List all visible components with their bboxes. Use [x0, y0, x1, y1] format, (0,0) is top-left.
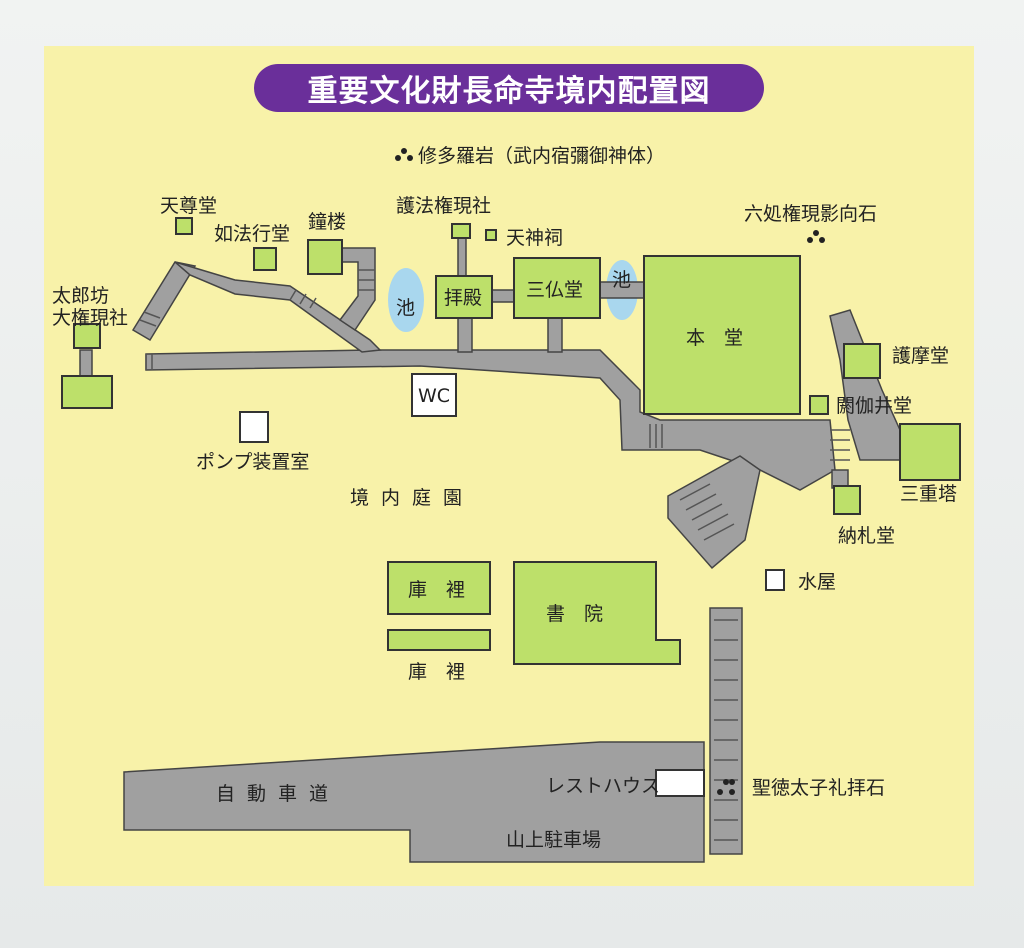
goma-label: 護摩堂 — [892, 345, 949, 367]
shoro-label: 鐘楼 — [308, 211, 346, 233]
rest-box — [655, 769, 705, 797]
tenjin-building — [485, 229, 497, 241]
shoin-label: 書 院 — [546, 603, 603, 625]
nyoho-label: 如法行堂 — [214, 223, 290, 245]
tenjin-label: 天神祠 — [506, 227, 563, 249]
tarobo-shrine — [73, 323, 101, 349]
hondo-label: 本 堂 — [686, 327, 743, 349]
sanju-building — [899, 423, 961, 481]
tenson-label: 天尊堂 — [160, 195, 217, 217]
hondo-building — [643, 255, 801, 415]
shotoku-marker-icon — [717, 779, 735, 795]
haiden-building — [435, 275, 493, 319]
nyoho-building — [253, 247, 277, 271]
sanbutsu-building — [513, 257, 601, 319]
nousatsu-label: 納札堂 — [838, 525, 895, 547]
goma-building — [843, 343, 881, 379]
pump-label: ポンプ装置室 — [196, 451, 309, 473]
tarobo-building — [61, 375, 113, 409]
mizuya-label: 水屋 — [798, 571, 836, 593]
road-label: 自動車道 — [216, 783, 340, 805]
rokusho-label: 六処権現影向石 — [744, 203, 877, 225]
mizuya-box — [765, 569, 785, 591]
shoro-building — [307, 239, 343, 275]
pond-left — [388, 268, 424, 332]
kuri1-label: 庫 裡 — [408, 579, 465, 601]
kuri1-building — [387, 561, 491, 615]
wc-label: WC — [418, 385, 450, 407]
rokusho-marker-icon — [807, 230, 825, 243]
garden-label: 境内庭園 — [350, 487, 474, 509]
kuri2-label: 庫 裡 — [408, 661, 465, 683]
pond2-label: 池 — [612, 269, 631, 291]
sanbutsu-label: 三仏堂 — [526, 279, 583, 301]
wc-box — [411, 373, 457, 417]
stairs — [139, 269, 850, 841]
rest-label: レストハウス — [546, 775, 660, 797]
goho-building — [451, 223, 471, 239]
pond1-label: 池 — [396, 297, 415, 319]
shoin-building — [513, 561, 681, 665]
tarobo-label: 太郎坊 — [52, 285, 109, 307]
shotoku-label: 聖徳太子礼拝石 — [752, 777, 885, 799]
tenson-building — [175, 217, 193, 235]
nousatsu-building — [833, 485, 861, 515]
tarobo2-label: 大権現社 — [52, 307, 128, 329]
shutara-label: 修多羅岩（武内宿彌御神体） — [418, 145, 665, 167]
map-title: 重要文化財長命寺境内配置図 — [254, 64, 764, 112]
shutara-marker-icon — [395, 148, 413, 161]
akaido-building — [809, 395, 829, 415]
goho-label: 護法権現社 — [396, 195, 491, 217]
haiden-label: 拝殿 — [444, 287, 482, 309]
kuri2-building — [387, 629, 491, 651]
akaido-label: 閼伽井堂 — [836, 395, 912, 417]
pump-box — [239, 411, 269, 443]
parking-label: 山上駐車場 — [506, 829, 601, 851]
sanju-label: 三重塔 — [900, 483, 957, 505]
